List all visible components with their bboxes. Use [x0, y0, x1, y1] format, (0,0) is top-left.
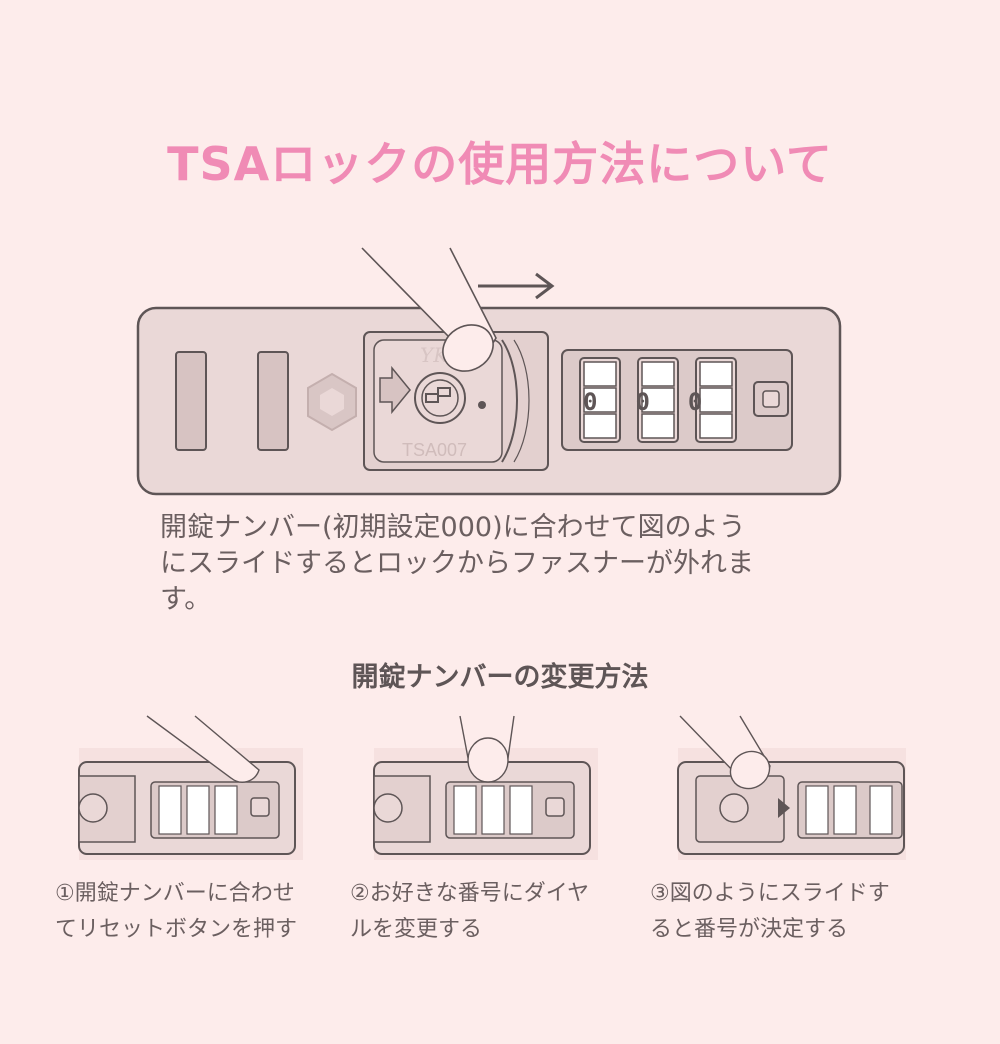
key-cylinder-icon — [373, 793, 403, 823]
step-3: ③図のようにスライドす ると番号が決定する — [650, 712, 930, 948]
dial-wheel[interactable] — [579, 357, 621, 443]
slide-arrow-icon — [478, 272, 555, 300]
description-line: す。 — [160, 584, 212, 615]
step-text-line: ルを変更する — [350, 917, 483, 942]
description: 開錠ナンバー(初期設定000)に合わせて図のよう にスライドするとロックからファ… — [160, 510, 840, 618]
step-3-illustration — [677, 715, 906, 860]
finger-icon — [361, 247, 497, 372]
tsa-lock-illustration: YKK TSA007 000 — [136, 247, 842, 496]
description-line: にスライドするとロックからファスナーが外れま — [160, 548, 754, 579]
reset-button[interactable] — [250, 797, 270, 817]
arrow-right-icon — [778, 798, 790, 818]
lock-model-text: TSA007 — [402, 440, 467, 460]
step-2: ②お好きな番号にダイヤ ルを変更する — [350, 712, 630, 948]
lock-slot — [175, 351, 207, 451]
step-text-line: てリセットボタンを押す — [55, 917, 298, 942]
lock-slot — [257, 351, 289, 451]
step-1: ①開錠ナンバーに合わせ てリセットボタンを押す — [55, 712, 335, 948]
dial-digits: 000 — [583, 388, 740, 416]
push-arrow-icon — [379, 365, 411, 415]
diamond-logo-icon — [307, 372, 357, 432]
step-text-line: ると番号が決定する — [650, 917, 849, 942]
page-title: TSAロックの使用方法について — [167, 137, 833, 191]
step-1-illustration — [78, 715, 303, 860]
description-line: 開錠ナンバー(初期設定000)に合わせて図のよう — [160, 512, 746, 543]
dial-wheel[interactable] — [637, 357, 679, 443]
key-cylinder-icon — [78, 793, 108, 823]
step-text-line: ①開錠ナンバーに合わせ — [55, 881, 295, 906]
step-text-line: ②お好きな番号にダイヤ — [350, 881, 590, 906]
section-title: 開錠ナンバーの変更方法 — [351, 662, 649, 693]
key-cylinder-icon — [719, 793, 749, 823]
step-2-illustration — [373, 715, 598, 860]
step-text-line: ③図のようにスライドす — [650, 881, 890, 906]
dial-wheel[interactable] — [695, 357, 737, 443]
finger-icon — [146, 715, 260, 783]
